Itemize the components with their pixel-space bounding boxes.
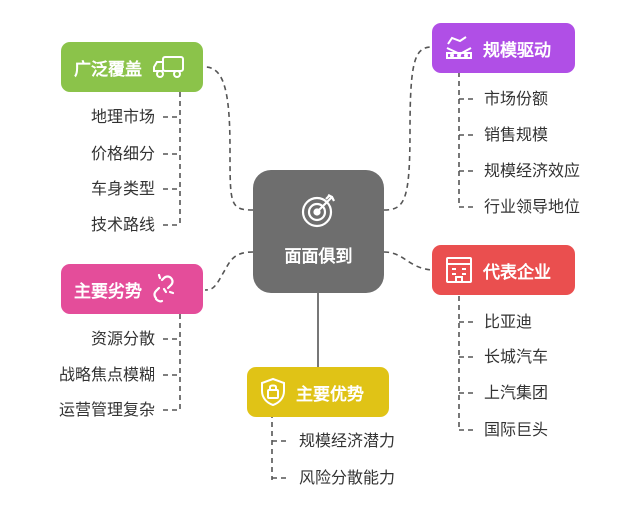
list-item: 上汽集团 xyxy=(484,383,549,402)
branch-weakness: 主要劣势 xyxy=(61,264,203,314)
branch-weakness-label: 主要劣势 xyxy=(74,281,142,302)
list-item: 行业领导地位 xyxy=(484,197,581,216)
list-item: 车身类型 xyxy=(90,179,155,198)
list-item: 国际巨头 xyxy=(484,420,549,439)
branch-coverage: 广泛覆盖 xyxy=(61,42,203,92)
list-item: 风险分散能力 xyxy=(299,468,396,487)
branch-scale-label: 规模驱动 xyxy=(483,40,551,61)
list-item: 销售规模 xyxy=(484,125,549,144)
center-node: 面面俱到 xyxy=(253,170,384,293)
branch-coverage-label: 广泛覆盖 xyxy=(74,59,142,80)
building-icon xyxy=(444,255,474,285)
branch-scale: 规模驱动 xyxy=(432,23,575,73)
target-arrow-icon xyxy=(299,190,339,234)
list-item: 规模经济潜力 xyxy=(299,431,396,450)
list-item: 市场份额 xyxy=(484,89,549,108)
list-item: 地理市场 xyxy=(90,107,155,126)
center-label: 面面俱到 xyxy=(284,247,353,267)
broken-link-icon xyxy=(150,274,180,304)
branch-companies: 代表企业 xyxy=(432,245,575,295)
list-item: 长城汽车 xyxy=(484,347,549,366)
list-item: 规模经济效应 xyxy=(484,161,581,180)
list-item: 运营管理复杂 xyxy=(58,400,155,419)
list-item: 战略焦点模糊 xyxy=(58,365,155,384)
list-item: 资源分散 xyxy=(90,329,155,348)
conveyor-icon xyxy=(444,34,474,62)
list-item: 比亚迪 xyxy=(484,312,533,331)
branch-strength-label: 主要优势 xyxy=(296,384,364,405)
branch-strength: 主要优势 xyxy=(247,367,389,417)
list-item: 价格细分 xyxy=(90,144,155,163)
truck-icon xyxy=(152,54,186,80)
branch-companies-label: 代表企业 xyxy=(483,262,551,283)
lock-shield-icon xyxy=(259,377,287,407)
list-item: 技术路线 xyxy=(90,215,155,234)
